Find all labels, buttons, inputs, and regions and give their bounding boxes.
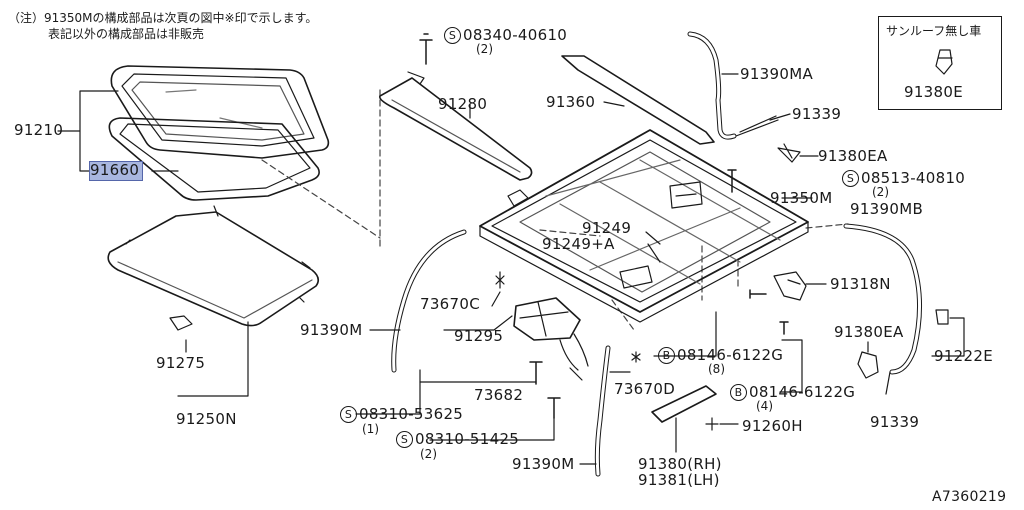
part-label-91380ea-top[interactable]: 91380EA [818,147,888,165]
fastener-code: 08146-6122G [677,346,784,364]
part-label-91280[interactable]: 91280 [438,95,488,113]
part-label-73670d[interactable]: 73670D [614,380,676,398]
part-label-91350m[interactable]: 91350M [770,189,833,207]
fastener-qty-s2: (2) [872,185,889,199]
part-label-91339-top[interactable]: 91339 [792,105,842,123]
fastener-qty-b1: (8) [708,362,725,376]
part-label-91318n[interactable]: 91318N [830,275,891,293]
highlight-91660 [89,161,143,181]
sunshade-drawing [107,205,320,331]
screw-symbol: S [842,170,859,187]
inset-title: サンルーフ無し車 [886,24,982,38]
note-line-1: （注）91350Mの構成部品は次頁の図中※印で示します。 [8,11,318,25]
part-label-91390ma[interactable]: 91390MA [740,65,814,83]
part-label-91390mb[interactable]: 91390MB [850,200,924,218]
part-label-91381lh[interactable]: 91381(LH) [638,471,720,489]
part-label-91275[interactable]: 91275 [156,354,206,372]
fastener-qty-s4: (2) [420,447,437,461]
bolt-symbol: B [658,347,675,364]
note-line-2: 表記以外の構成部品は非販売 [48,27,205,41]
part-label-91360[interactable]: 91360 [546,93,596,111]
part-label-91249[interactable]: 91249 [582,219,632,237]
bolt-symbol: B [730,384,747,401]
weatherstrip-drawing [108,117,320,201]
sunroof-motor-drawing [513,297,589,381]
part-label-91660[interactable]: 91660 [90,161,140,179]
fastener-code: 08310-53625 [359,405,464,423]
sunroof-frame-drawing [479,129,809,323]
screw-symbol: S [444,27,461,44]
fastener-qty-s3: (1) [362,422,379,436]
part-label-73682[interactable]: 73682 [474,386,524,404]
part-label-91222e[interactable]: 91222E [934,347,993,365]
fastener-code: 08340-40610 [463,26,568,44]
part-label-91210[interactable]: 91210 [14,121,64,139]
fastener-qty-b2: (4) [756,399,773,413]
part-label-73670c[interactable]: 73670C [420,295,480,313]
diagram-id: A7360219 [932,489,1007,505]
part-label-91339-right[interactable]: 91339 [870,413,920,431]
part-label-91390m-bottom[interactable]: 91390M [512,455,575,473]
sunroof-glass-drawing [110,65,330,159]
fastener-code: 08146-6122G [749,383,856,401]
part-label-91380e[interactable]: 91380E [904,83,963,101]
part-label-91380ea-right[interactable]: 91380EA [834,323,904,341]
inset-box [878,16,1002,110]
front-deflector-drawing [378,71,533,181]
fastener-code: 08513-40810 [861,169,966,187]
part-label-91295[interactable]: 91295 [454,327,504,345]
part-label-91249a[interactable]: 91249+A [542,235,615,253]
part-label-91390m-left[interactable]: 91390M [300,321,363,339]
part-label-91250n[interactable]: 91250N [176,410,237,428]
fastener-qty-s1: (2) [476,42,493,56]
fastener-code: 08310-51425 [415,430,520,448]
part-label-91380rh[interactable]: 91380(RH) [638,455,722,473]
part-label-91260h[interactable]: 91260H [742,417,803,435]
screw-symbol: S [396,431,413,448]
screw-symbol: S [340,406,357,423]
